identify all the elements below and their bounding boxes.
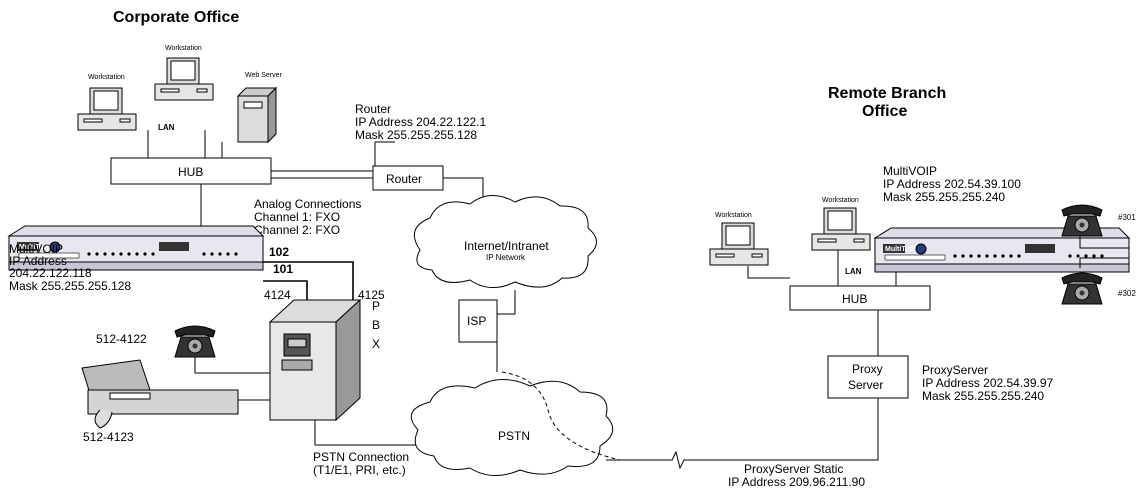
phone-to-pbx-wire [194, 357, 270, 374]
pbx-to-pstn-wire [314, 420, 418, 446]
port-102-label: 102 [269, 245, 289, 259]
phone-301-label: #301 [1118, 213, 1136, 222]
corporate-hub-label: HUB [178, 165, 203, 179]
corporate-workstation-1-label: Workstation [88, 74, 125, 81]
remote-hub-label: HUB [842, 292, 867, 306]
phone-302-wire [1079, 257, 1129, 268]
pstn-to-proxy-wire [606, 398, 879, 470]
pbx-cabinet-icon [268, 298, 362, 422]
isp-box [458, 299, 498, 343]
remote-phone-302-icon [1061, 272, 1103, 305]
internet-cloud [413, 195, 597, 288]
corporate-workstation-2-label: Workstation [165, 45, 202, 52]
proxy-static-line2: IP Address 209.96.211.90 [728, 475, 865, 489]
corporate-lan-label: LAN [158, 123, 175, 132]
router-box [372, 165, 444, 191]
corporate-multivoip-info-line3: 204.22.122.118 [9, 266, 92, 280]
corporate-multivoip-info-line1: MultiVOIP [9, 242, 63, 256]
cloud-to-isp-wire [496, 290, 516, 315]
remote-workstation-1-icon [709, 222, 769, 266]
remote-multivoip-info-line2: IP Address 202.54.39.100 [883, 177, 1021, 191]
remote-lan-label: LAN [845, 267, 862, 276]
fax-machine-icon [81, 359, 239, 429]
port-101-label: 101 [273, 262, 293, 276]
remote-workstation-1-label: Workstation [715, 212, 752, 219]
extension-4125: 4125 [358, 288, 385, 302]
proxy-info-line1: ProxyServer [922, 363, 988, 377]
port-102-wire [263, 261, 354, 300]
remote-office-heading-line2: Office [862, 103, 907, 120]
analog-connections-line1: Analog Connections [254, 197, 361, 211]
remote-workstation-2-icon [811, 207, 871, 251]
proxy-info-line3: Mask 255.255.255.240 [922, 389, 1044, 403]
pbx-label-x: X [372, 337, 380, 351]
phone-number-label: 512-4122 [96, 332, 147, 346]
corporate-hub [110, 157, 272, 185]
router-info-line2: IP Address 204.22.122.1 [355, 115, 487, 129]
port-101-wire [263, 280, 308, 300]
hub-to-router-wire [270, 141, 395, 172]
web-server-icon [236, 86, 278, 144]
proxy-server-line2: Server [848, 378, 883, 392]
pbx-label-p: P [372, 299, 380, 313]
isp-label: ISP [467, 314, 486, 328]
corporate-multivoip-info-line4: Mask 255.255.255.128 [9, 279, 131, 293]
corporate-multivoip-info-line2: IP Address [9, 254, 67, 268]
proxy-server-line1: Proxy [852, 362, 883, 376]
pstn-cloud-label: PSTN [498, 429, 530, 443]
remote-multivoip-info-line3: Mask 255.255.255.240 [883, 190, 1005, 204]
pstn-connection-line2: (T1/E1, PRI, etc.) [313, 463, 406, 477]
remote-lan-wires [747, 250, 839, 286]
router-box-label: Router [386, 172, 422, 186]
corporate-workstation-1-icon [77, 87, 137, 131]
proxy-info-line2: IP Address 202.54.39.97 [922, 376, 1054, 390]
remote-office-heading-line1: Remote Branch [828, 85, 946, 102]
ip-network-label: IP Network [486, 253, 526, 262]
corporate-office-heading: Corporate Office [113, 9, 239, 26]
internet-cloud-label: Internet/Intranet [464, 239, 549, 253]
corporate-workstation-2-icon [154, 57, 214, 101]
remote-workstation-2-label: Workstation [822, 197, 859, 204]
corporate-phone-icon [174, 325, 216, 358]
remote-phone-301-icon [1061, 204, 1103, 237]
phone-301-wire [1079, 236, 1129, 249]
web-server-label: Web Server [245, 72, 282, 79]
isp-dashed-link [501, 371, 621, 461]
router-info-line1: Router [355, 102, 391, 116]
analog-connections-line3: Channel 2: FXO [254, 223, 340, 237]
pbx-label-b: B [372, 318, 380, 332]
remote-hub [789, 285, 931, 311]
analog-connections-line2: Channel 1: FXO [254, 210, 340, 224]
extension-4124: 4124 [264, 288, 291, 302]
pstn-cloud [410, 379, 614, 476]
proxy-server-box [827, 355, 909, 399]
proxy-static-line1: ProxyServer Static [744, 462, 843, 476]
lan-wires [147, 130, 223, 158]
fax-number-label: 512-4123 [83, 430, 134, 444]
pstn-connection-line1: PSTN Connection [313, 450, 409, 464]
phone-302-label: #302 [1118, 289, 1136, 298]
remote-multivoip-info-line1: MultiVOIP [883, 164, 937, 178]
router-info-line3: Mask 255.255.255.128 [355, 128, 477, 142]
